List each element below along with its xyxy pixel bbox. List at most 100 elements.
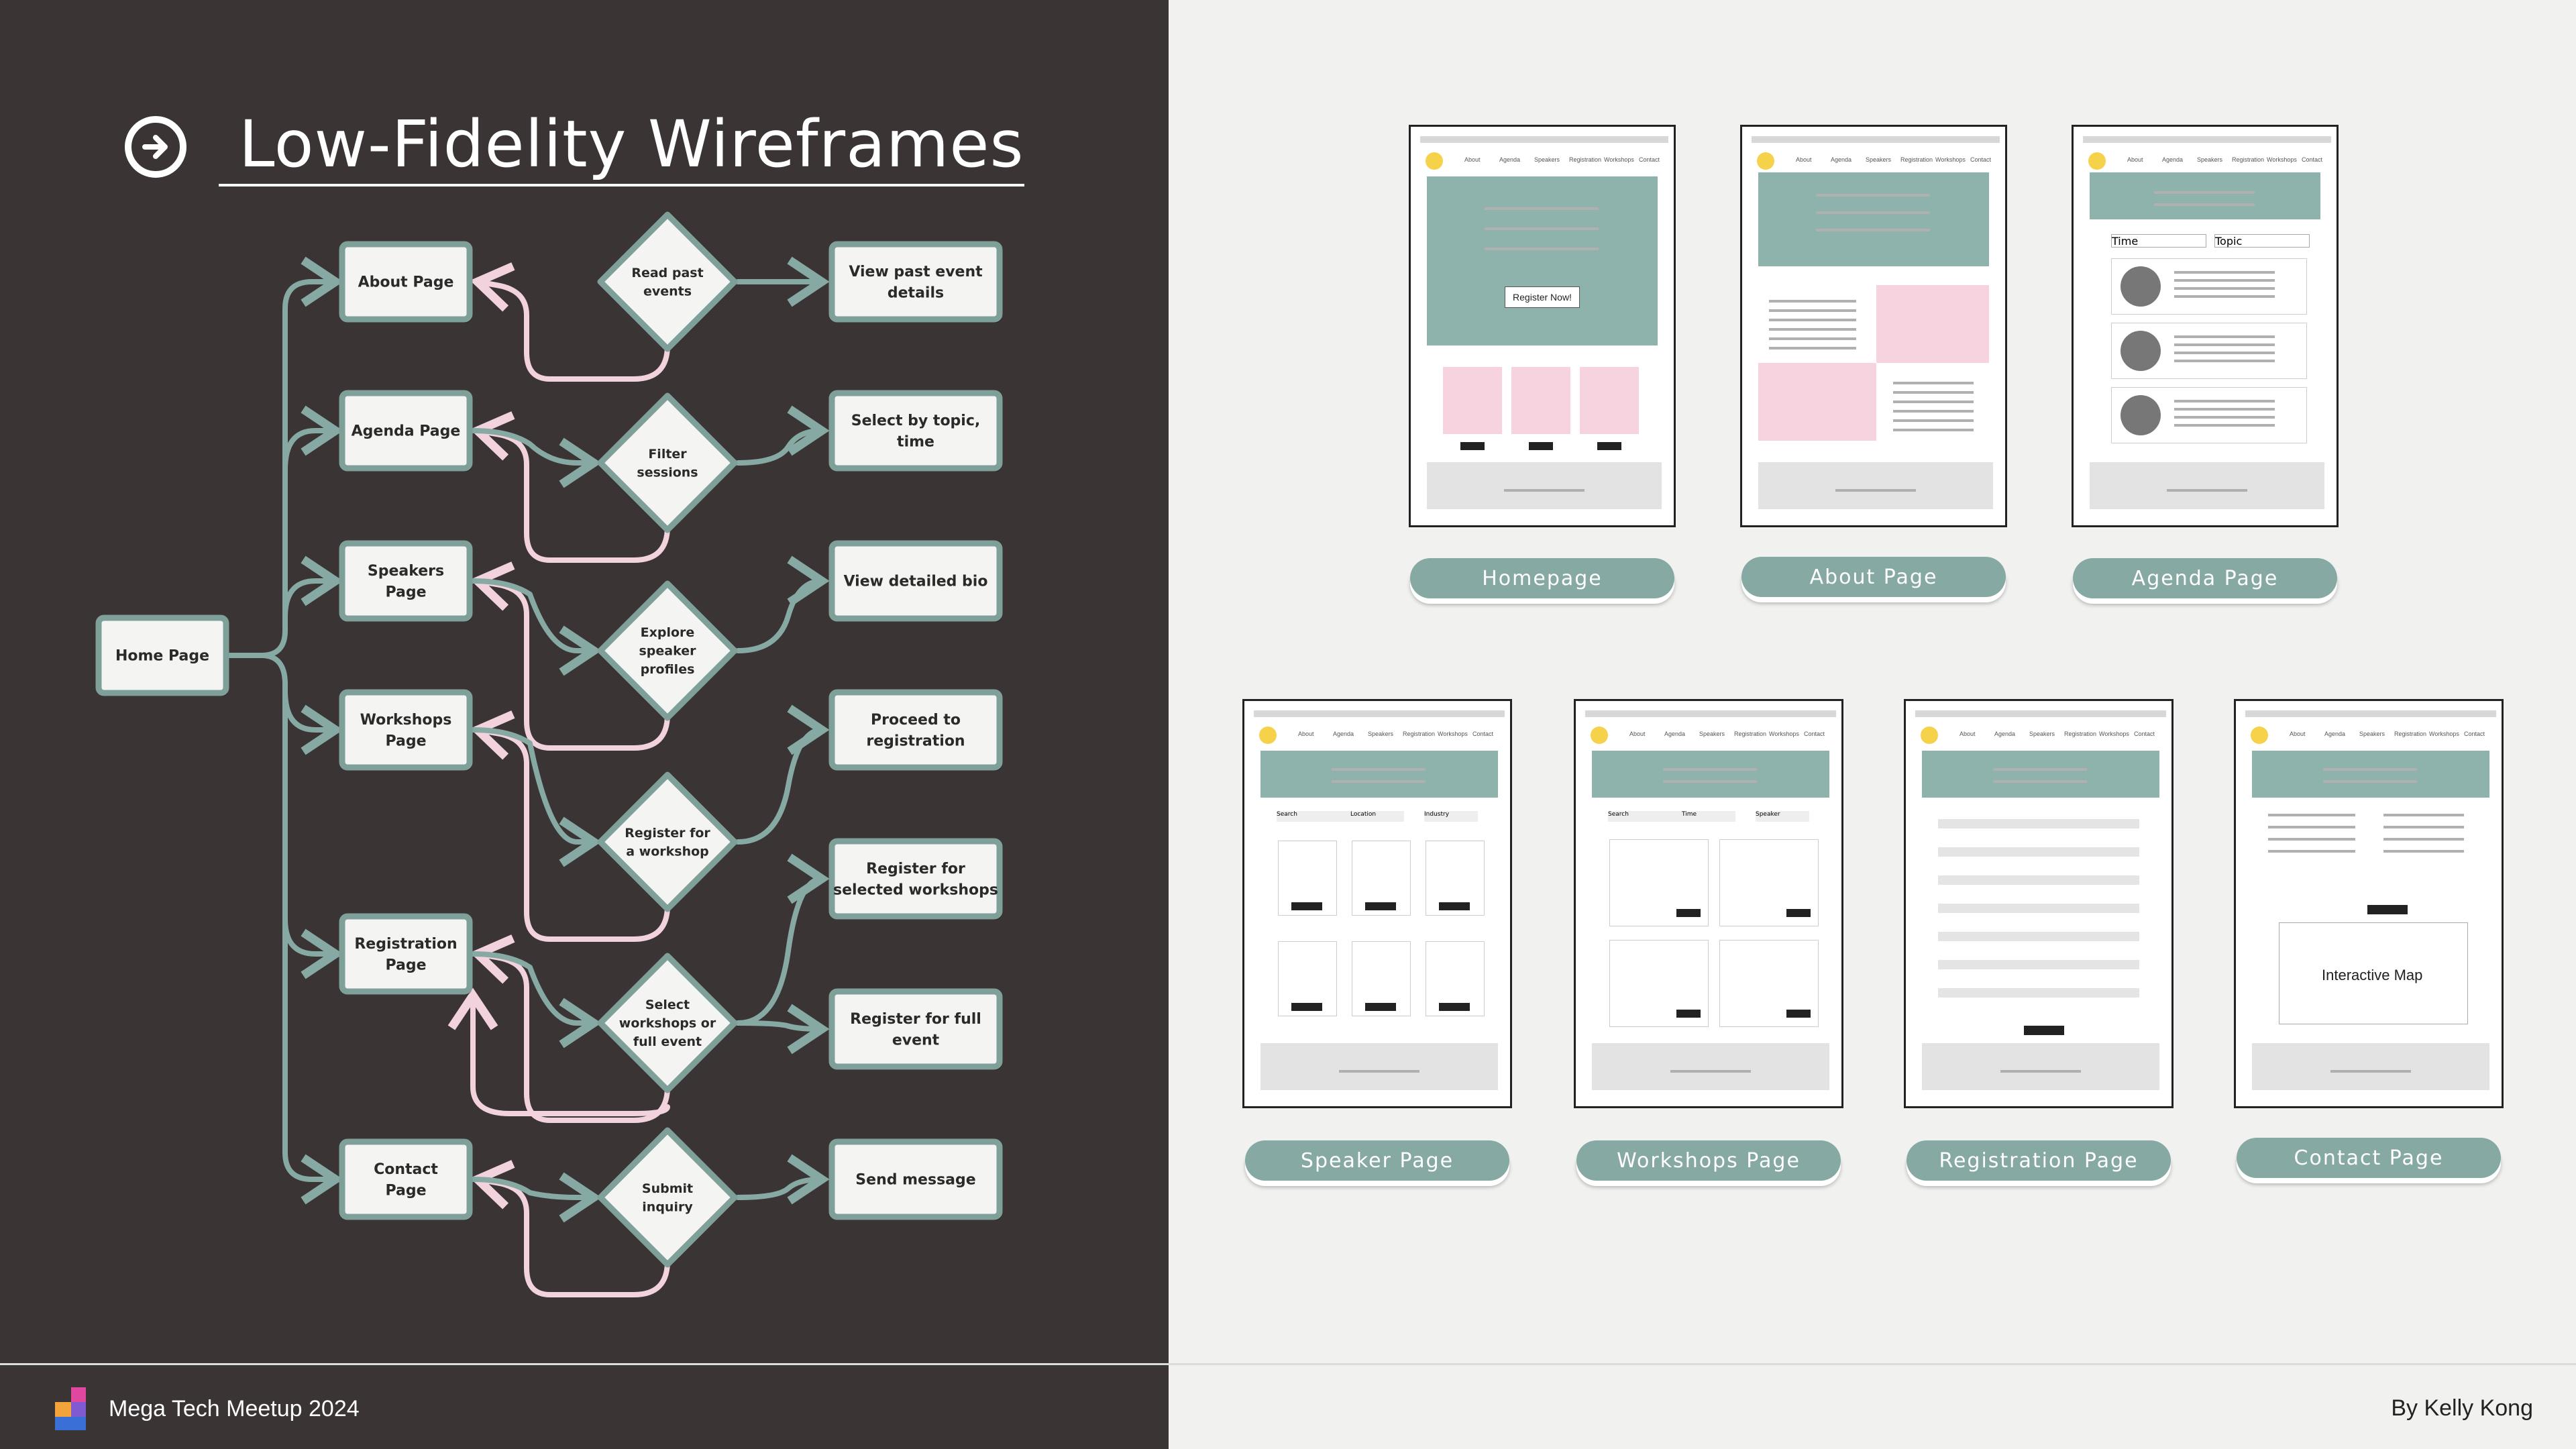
text-line	[2383, 826, 2464, 828]
svg-text:inquiry: inquiry	[642, 1199, 693, 1214]
browser-bar	[2083, 136, 2331, 143]
text-line	[2154, 191, 2255, 194]
page-to-decision-1	[470, 428, 602, 488]
nav-item: Registration	[2232, 156, 2265, 163]
svg-text:event: event	[892, 1032, 940, 1049]
browser-bar	[1254, 710, 1505, 717]
svg-text:Register for: Register for	[866, 861, 965, 877]
text-line	[1663, 768, 1757, 771]
home-to-contact	[259, 653, 343, 1205]
svg-text:Page: Page	[385, 733, 426, 750]
text-line	[2174, 343, 2275, 346]
decision-to-outcome-3	[735, 704, 830, 845]
svg-text:profiles: profiles	[641, 662, 695, 677]
label-homepage: Homepage	[1410, 558, 1674, 598]
text-line	[2174, 408, 2275, 411]
svg-text:View detailed bio: View detailed bio	[844, 574, 988, 590]
footer-placeholder	[1427, 462, 1662, 509]
svg-text:Register for: Register for	[625, 826, 710, 841]
outcome-node-2: View detailed bio	[828, 540, 1003, 622]
nav-item: Agenda	[1994, 731, 2016, 737]
footer-divider	[0, 1363, 2576, 1365]
page-title: Low-Fidelity Wireframes	[219, 107, 1024, 186]
nav-item: Speakers	[1866, 156, 1892, 163]
svg-text:time: time	[897, 434, 934, 451]
nav-item: Registration	[1900, 156, 1933, 163]
svg-text:Select: Select	[645, 998, 690, 1012]
svg-text:selected workshops: selected workshops	[833, 882, 998, 899]
speaker-avatar	[2121, 395, 2161, 435]
nav-item: About	[2290, 731, 2306, 737]
text-line	[1663, 780, 1757, 783]
text-line	[1893, 382, 1974, 384]
speaker-filter: Search	[1277, 811, 1364, 822]
card-button	[1439, 902, 1470, 910]
decision-to-outcome-6	[735, 1154, 830, 1205]
text-line	[1993, 780, 2087, 783]
page-to-decision-4	[470, 951, 602, 1049]
svg-text:Proceed to: Proceed to	[871, 712, 961, 729]
event-card-image	[1580, 367, 1639, 434]
card-button	[1365, 902, 1396, 910]
text-line	[2174, 400, 2275, 402]
text-line	[2174, 352, 2275, 354]
speaker-banner	[1260, 751, 1498, 798]
workshop-filter: Time	[1682, 811, 1735, 822]
nav-item: Speakers	[1368, 731, 1394, 737]
browser-bar	[1585, 710, 1836, 717]
home-to-about	[259, 256, 343, 658]
home-to-speakers	[282, 555, 343, 620]
svg-text:Filter: Filter	[648, 447, 687, 462]
text-line	[1816, 194, 1930, 197]
decision-to-outcome-1	[735, 405, 830, 466]
text-line	[1769, 337, 1856, 340]
logo-placeholder-icon	[1426, 152, 1443, 170]
loop-back-2	[470, 561, 670, 751]
footer-placeholder	[1260, 1043, 1498, 1090]
registration-banner	[1922, 751, 2159, 798]
speaker-filter: Industry	[1424, 811, 1478, 822]
nav-item: Registration	[1569, 156, 1602, 163]
logo-placeholder-icon	[2088, 152, 2106, 170]
map-placeholder	[2279, 922, 2468, 1024]
speaker-avatar	[2121, 331, 2161, 371]
svg-text:Page: Page	[385, 1183, 426, 1199]
workshop-filter: Search	[1608, 811, 1695, 822]
card-button	[1786, 1010, 1811, 1018]
card-button	[1597, 442, 1621, 450]
nav-item: Registration	[1403, 731, 1436, 737]
text-line	[1332, 780, 1426, 783]
svg-text:full event: full event	[633, 1034, 702, 1049]
footer-placeholder	[1758, 462, 1993, 509]
nav-item: Contact	[1804, 731, 1825, 737]
svg-text:Workshops: Workshops	[360, 712, 452, 729]
svg-text:Register for full: Register for full	[850, 1011, 981, 1028]
logo-placeholder-icon	[1259, 727, 1277, 744]
svg-text:Agenda Page: Agenda Page	[352, 423, 461, 440]
svg-text:Select by topic,: Select by topic,	[851, 413, 981, 429]
nav-item: Agenda	[1831, 156, 1852, 163]
text-line	[2268, 850, 2355, 853]
text-line	[1893, 410, 1974, 413]
footer-placeholder	[2090, 462, 2324, 509]
label-contact-page: Contact Page	[2237, 1138, 2501, 1178]
nav-item: Agenda	[2162, 156, 2184, 163]
nav-item: Speakers	[2359, 731, 2385, 737]
nav-item: Speakers	[2197, 156, 2223, 163]
nav-item: Registration	[2064, 731, 2097, 737]
brand-logo-icon	[55, 1387, 98, 1430]
outcome-node-6: Send message	[828, 1138, 1003, 1220]
svg-text:Send message: Send message	[855, 1172, 975, 1189]
text-line	[1893, 419, 1974, 422]
card-button	[1439, 1003, 1470, 1011]
card-button	[1786, 909, 1811, 917]
svg-text:About Page: About Page	[358, 274, 454, 291]
about-image-2	[1758, 363, 1876, 441]
text-line	[1893, 400, 1974, 403]
svg-text:View past event: View past event	[849, 264, 983, 280]
text-line	[2174, 424, 2275, 427]
